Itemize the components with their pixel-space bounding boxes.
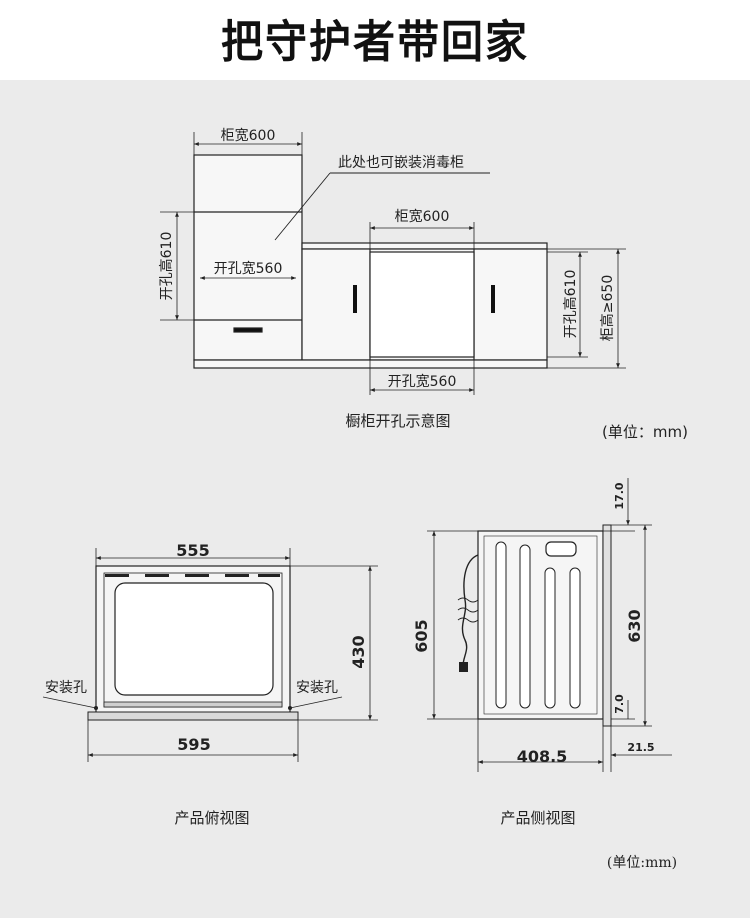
opening-width-bottom-label: 开孔宽560	[388, 373, 457, 390]
door-handle	[353, 285, 357, 313]
dim-7-label: 7.0	[613, 694, 626, 714]
cabinet-width-bottom-label: 柜宽600	[395, 208, 450, 225]
header-banner: 把守护者带回家	[0, 0, 750, 80]
dim-17-label: 17.0	[613, 482, 626, 509]
vent-slot	[545, 541, 577, 557]
counter-top	[301, 242, 548, 250]
dim-595-label: 595	[177, 735, 210, 754]
dim-605-label: 605	[412, 619, 431, 652]
power-plug	[459, 662, 468, 672]
cabinet-diagram	[160, 132, 626, 395]
power-cord	[461, 554, 479, 669]
embed-note-label: 此处也可嵌装消毒柜	[338, 155, 464, 171]
door-handle	[491, 285, 495, 313]
dim-430-label: 430	[349, 635, 368, 668]
mounting-hole-left-label: 安装孔	[45, 680, 87, 696]
page-title: 把守护者带回家	[220, 15, 529, 68]
cabinet-unit-label: (单位：mm)	[602, 423, 688, 441]
top-view-caption: 产品俯视图	[174, 809, 249, 827]
oven-front-edge	[602, 524, 612, 727]
plinth	[193, 359, 548, 369]
dim-408-5-label: 408.5	[517, 747, 568, 766]
footer-unit-label: (单位:mm)	[607, 855, 677, 871]
opening-height-right-label: 开孔高610	[562, 270, 579, 339]
opening-height-left-label: 开孔高610	[158, 232, 175, 301]
oven-window	[114, 582, 274, 696]
top-view-diagram	[42, 548, 378, 762]
dim-630-label: 630	[625, 609, 644, 642]
cabinet-diagram-caption: 橱柜开孔示意图	[345, 412, 450, 430]
side-view-caption: 产品侧视图	[500, 809, 575, 827]
oven-opening	[369, 251, 475, 358]
cabinet-width-top-label: 柜宽600	[221, 127, 276, 144]
oven-front-panel	[87, 711, 299, 721]
drawer-handle	[233, 327, 263, 333]
opening-width-left-label: 开孔宽560	[214, 260, 283, 277]
diagram-panel	[0, 80, 750, 918]
dim-555-label: 555	[176, 541, 209, 560]
side-view-diagram	[427, 478, 672, 772]
mounting-hole-right-label: 安装孔	[296, 680, 338, 696]
dim-21-5-label: 21.5	[627, 741, 654, 754]
cabinet-height-label: 柜高≥650	[599, 275, 616, 341]
